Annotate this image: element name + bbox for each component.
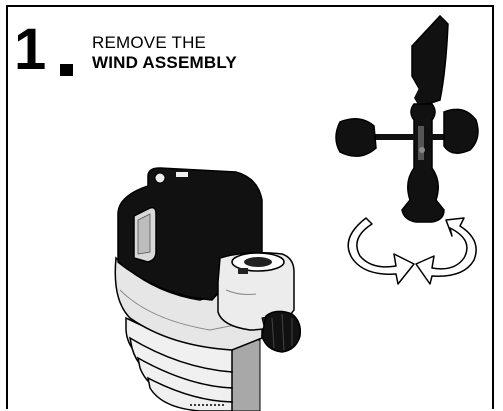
rotate-right-arrow-icon: [416, 218, 476, 284]
anemometer-cup-left: [336, 119, 376, 156]
socket-hole: [244, 257, 272, 267]
mounting-pole: [232, 340, 260, 411]
sensor-array-illustration: [115, 168, 300, 411]
anemometer-cup-right: [444, 109, 478, 153]
level-bubble: [155, 173, 165, 183]
top-clip: [176, 172, 188, 177]
thumbscrew-knob: [262, 311, 300, 352]
rotate-left-arrow-icon: [348, 218, 414, 284]
wind-assembly-illustration: [336, 16, 478, 222]
wind-vane-fin: [412, 16, 448, 104]
wind-assembly-shaft: [402, 104, 444, 222]
